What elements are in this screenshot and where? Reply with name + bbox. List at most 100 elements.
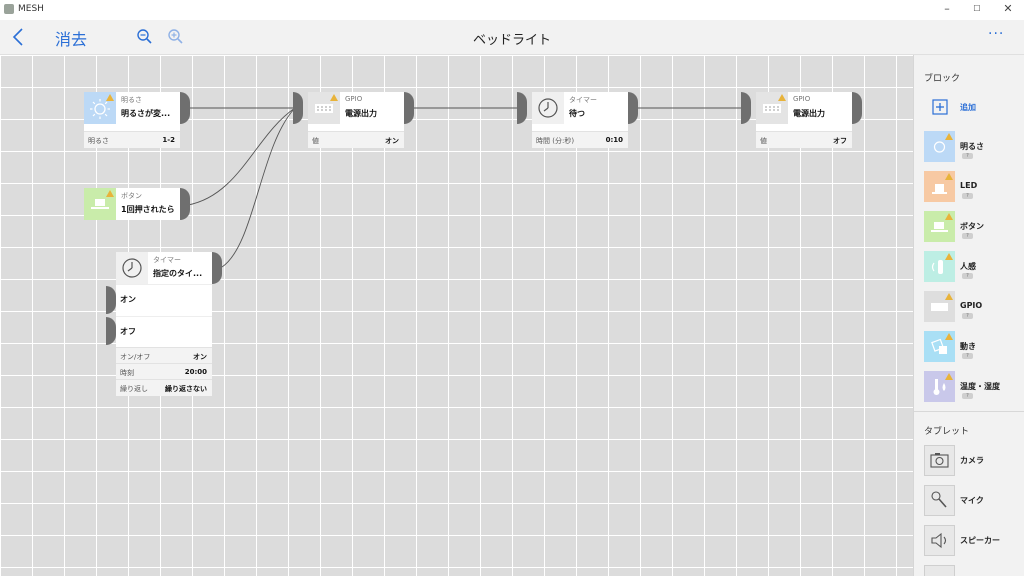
block-property[interactable]: 時間 (分:秒) 0:10: [532, 131, 628, 148]
block-name: 待つ: [569, 109, 585, 118]
maximize-button[interactable]: ☐: [973, 4, 981, 13]
property-key: 繰り返し: [120, 385, 148, 393]
block-category: GPIO: [345, 95, 363, 103]
clear-button[interactable]: 消去: [55, 30, 88, 49]
property-key: 時刻: [120, 369, 134, 377]
gpio-off-block[interactable]: GPIO 電源出力 値 オフ: [756, 92, 852, 148]
warning-icon: [945, 333, 953, 340]
property-value: オン: [193, 353, 207, 361]
button-icon: [924, 211, 955, 242]
sidebar-item-partial[interactable]: [922, 565, 1022, 576]
zoom-out-button[interactable]: [135, 27, 155, 47]
more-options-button[interactable]: ···: [988, 26, 1005, 42]
add-block-button[interactable]: 追加: [922, 93, 1022, 125]
back-button[interactable]: [8, 24, 30, 50]
block-property[interactable]: 明るさ 1-2: [84, 131, 180, 148]
sidebar-item-label: ボタン: [960, 222, 984, 231]
block-category: タイマー: [153, 256, 181, 264]
block-name: 電源出力: [345, 109, 377, 118]
block-property[interactable]: 値 オフ: [756, 131, 852, 148]
help-badge[interactable]: ?: [962, 153, 973, 159]
add-label: 追加: [960, 103, 976, 112]
zoom-in-button[interactable]: [166, 27, 186, 47]
output-port[interactable]: [180, 92, 190, 124]
sidebar-item-temperature-humidity[interactable]: 温度・湿度 ?: [922, 371, 1022, 403]
speaker-icon: [924, 525, 955, 556]
input-port[interactable]: [106, 286, 116, 314]
input-pin-off[interactable]: オフ: [116, 316, 212, 345]
recipe-canvas[interactable]: 明るさ 明るさが変... 明るさ 1-2 ボタン 1回押されたら タイマ: [0, 55, 913, 576]
block-property[interactable]: 値 オン: [308, 131, 404, 148]
property-value: 20:00: [184, 368, 207, 376]
sidebar-item-label: 明るさ: [960, 142, 984, 151]
block-category: ボタン: [121, 192, 142, 200]
block-property[interactable]: オン/オフ オン: [116, 347, 212, 364]
block-name: 電源出力: [793, 109, 825, 118]
help-badge[interactable]: ?: [962, 353, 973, 359]
output-port[interactable]: [628, 92, 638, 124]
minimize-button[interactable]: –: [944, 2, 950, 15]
output-port[interactable]: [212, 252, 222, 284]
help-badge[interactable]: ?: [962, 393, 973, 399]
zoom-out-icon: [137, 29, 152, 44]
input-port[interactable]: [106, 317, 116, 345]
block-property[interactable]: 繰り返し 繰り返さない: [116, 379, 212, 396]
window-title: MESH: [18, 4, 44, 14]
sidebar-item-label: マイク: [960, 496, 984, 505]
sidebar-item-label: LED: [960, 181, 978, 190]
button-block[interactable]: ボタン 1回押されたら: [84, 188, 180, 220]
input-port[interactable]: [517, 92, 527, 124]
sidebar-item-move[interactable]: 動き ?: [922, 331, 1022, 363]
warning-icon: [778, 94, 786, 101]
warning-icon: [945, 373, 953, 380]
input-port[interactable]: [293, 92, 303, 124]
warning-icon: [945, 133, 953, 140]
help-badge[interactable]: ?: [962, 193, 973, 199]
block-category: 明るさ: [121, 96, 142, 104]
property-value: 1-2: [162, 136, 175, 144]
sidebar-item-camera[interactable]: カメラ: [922, 445, 1022, 477]
output-port[interactable]: [852, 92, 862, 124]
connection-wires: [187, 107, 743, 268]
window-titlebar: MESH – ☐ ✕: [0, 0, 1024, 20]
brightness-block[interactable]: 明るさ 明るさが変... 明るさ 1-2: [84, 92, 180, 148]
property-value: オン: [385, 137, 399, 145]
output-port[interactable]: [404, 92, 414, 124]
output-port[interactable]: [180, 188, 190, 220]
sidebar-item-label: カメラ: [960, 456, 984, 465]
close-button[interactable]: ✕: [1003, 2, 1013, 15]
property-key: 時間 (分:秒): [536, 137, 575, 145]
wait-timer-block[interactable]: タイマー 待つ 時間 (分:秒) 0:10: [532, 92, 628, 148]
warning-icon: [330, 94, 338, 101]
app-logo-icon: [4, 4, 14, 14]
property-key: 値: [760, 137, 767, 145]
help-badge[interactable]: ?: [962, 273, 973, 279]
sidebar-item-gpio[interactable]: GPIO ?: [922, 291, 1022, 323]
sidebar-item-motion[interactable]: 人感 ?: [922, 251, 1022, 283]
sidebar-item-brightness[interactable]: 明るさ ?: [922, 131, 1022, 163]
gpio-on-block[interactable]: GPIO 電源出力 値 オン: [308, 92, 404, 148]
sidebar-item-label: スピーカー: [960, 536, 1000, 545]
warning-icon: [945, 293, 953, 300]
scheduled-timer-block[interactable]: タイマー 指定のタイ... オン オフ オン/オフ オン 時刻 20:00 繰り…: [116, 252, 212, 396]
sidebar-item-microphone[interactable]: マイク: [922, 485, 1022, 517]
sidebar-item-button[interactable]: ボタン ?: [922, 211, 1022, 243]
block-property[interactable]: 時刻 20:00: [116, 363, 212, 380]
block-name: 1回押されたら: [121, 205, 175, 214]
zoom-in-icon: [168, 29, 183, 44]
brightness-icon: [84, 92, 116, 124]
gpio-icon: [308, 92, 340, 124]
led-icon: [924, 171, 955, 202]
sidebar-item-speaker[interactable]: スピーカー: [922, 525, 1022, 557]
help-badge[interactable]: ?: [962, 313, 973, 319]
warning-icon: [106, 190, 114, 197]
pin-label: オン: [120, 295, 136, 304]
sidebar-item-led[interactable]: LED ?: [922, 171, 1022, 203]
help-badge[interactable]: ?: [962, 233, 973, 239]
property-key: オン/オフ: [120, 353, 151, 361]
microphone-icon: [924, 485, 955, 516]
tablet-header: タブレット: [924, 427, 970, 437]
temperature-humidity-icon: [924, 371, 955, 402]
input-pin-on[interactable]: オン: [116, 284, 212, 313]
input-port[interactable]: [741, 92, 751, 124]
